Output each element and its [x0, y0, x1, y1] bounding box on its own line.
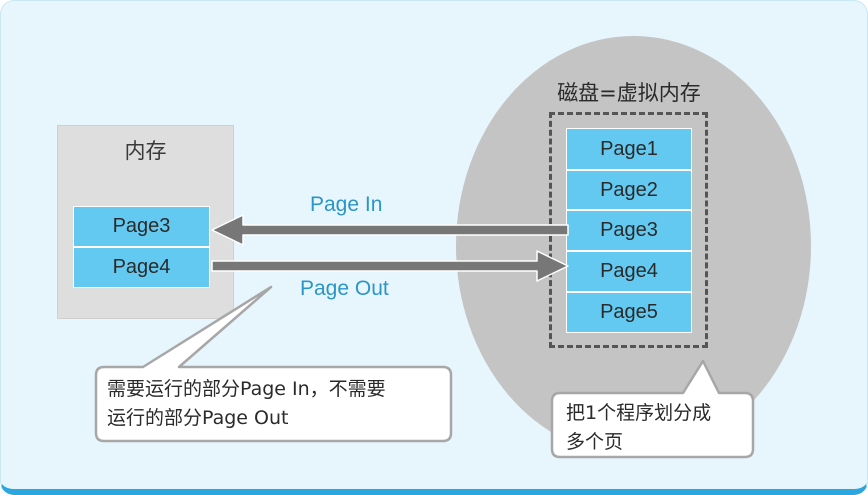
left-callout-text: 需要运行的部分Page In，不需要 运行的部分Page Out: [107, 375, 386, 433]
left-callout-line: 运行的部分Page Out: [107, 407, 289, 429]
page-in-arrow: [211, 214, 569, 246]
right-callout-bubble: [550, 359, 755, 459]
page-in-label: Page In: [310, 193, 383, 216]
disk-page-cell: Page4: [566, 251, 692, 292]
disk-page-cell: Page3: [566, 210, 692, 251]
page-out-arrow: [211, 250, 569, 282]
disk-page-cell: Page1: [566, 128, 692, 170]
right-callout-text: 把1个程序划分成 多个页: [566, 399, 711, 457]
left-callout-line: 需要运行的部分Page In，不需要: [107, 378, 386, 400]
memory-page-cell: Page3: [73, 206, 210, 247]
disk-page-cell: Page2: [566, 170, 692, 210]
right-callout-line: 把1个程序划分成: [566, 402, 712, 424]
disk-page-cell: Page5: [566, 292, 692, 333]
memory-title: 内存: [124, 139, 167, 163]
disk-title: 磁盘=虚拟内存: [557, 81, 701, 105]
memory-page-cell: Page4: [73, 247, 210, 288]
left-callout-bubble: [94, 285, 453, 443]
page-out-label: Page Out: [300, 277, 389, 300]
right-callout-line: 多个页: [566, 431, 624, 453]
